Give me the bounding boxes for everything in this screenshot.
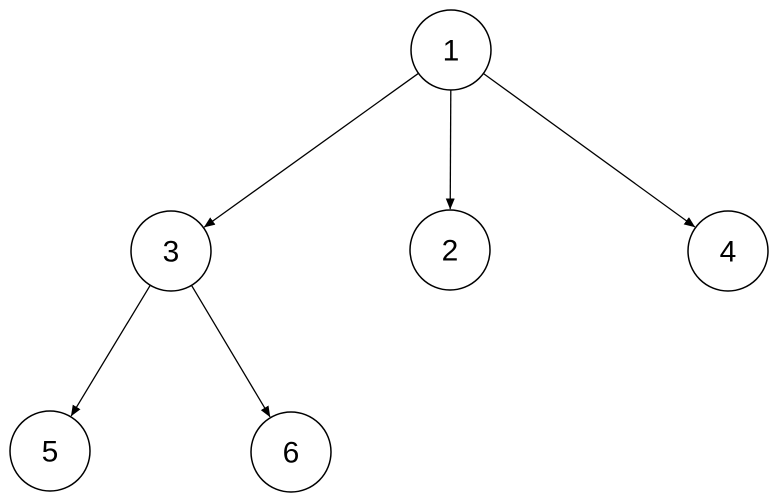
- edge-1-to-2: [445, 89, 455, 210]
- node-label-1: 1: [443, 35, 460, 68]
- tree-node-1: 1: [410, 9, 492, 91]
- tree-node-2: 2: [409, 209, 491, 291]
- node-circle-4: [687, 210, 769, 292]
- node-label-5: 5: [42, 436, 59, 469]
- tree-node-6: 6: [250, 411, 332, 493]
- node-circle-5: [9, 410, 91, 492]
- edge-3-to-5: [70, 284, 151, 417]
- node-circle-1: [410, 9, 492, 91]
- nodes-layer: 1 3 2 4 5 6: [9, 9, 769, 493]
- node-circle-3: [130, 210, 212, 292]
- node-circle-2: [409, 209, 491, 291]
- node-label-3: 3: [163, 236, 180, 269]
- node-circle-6: [250, 411, 332, 493]
- edge-1-to-4: [483, 72, 696, 228]
- node-label-2: 2: [442, 235, 459, 268]
- edge-1-to-3: [203, 72, 419, 228]
- edge-3-to-6: [190, 284, 271, 418]
- node-label-4: 4: [720, 236, 737, 269]
- node-label-6: 6: [283, 437, 300, 470]
- tree-node-3: 3: [130, 210, 212, 292]
- tree-node-5: 5: [9, 410, 91, 492]
- edges-layer: [70, 72, 696, 418]
- tree-node-4: 4: [687, 210, 769, 292]
